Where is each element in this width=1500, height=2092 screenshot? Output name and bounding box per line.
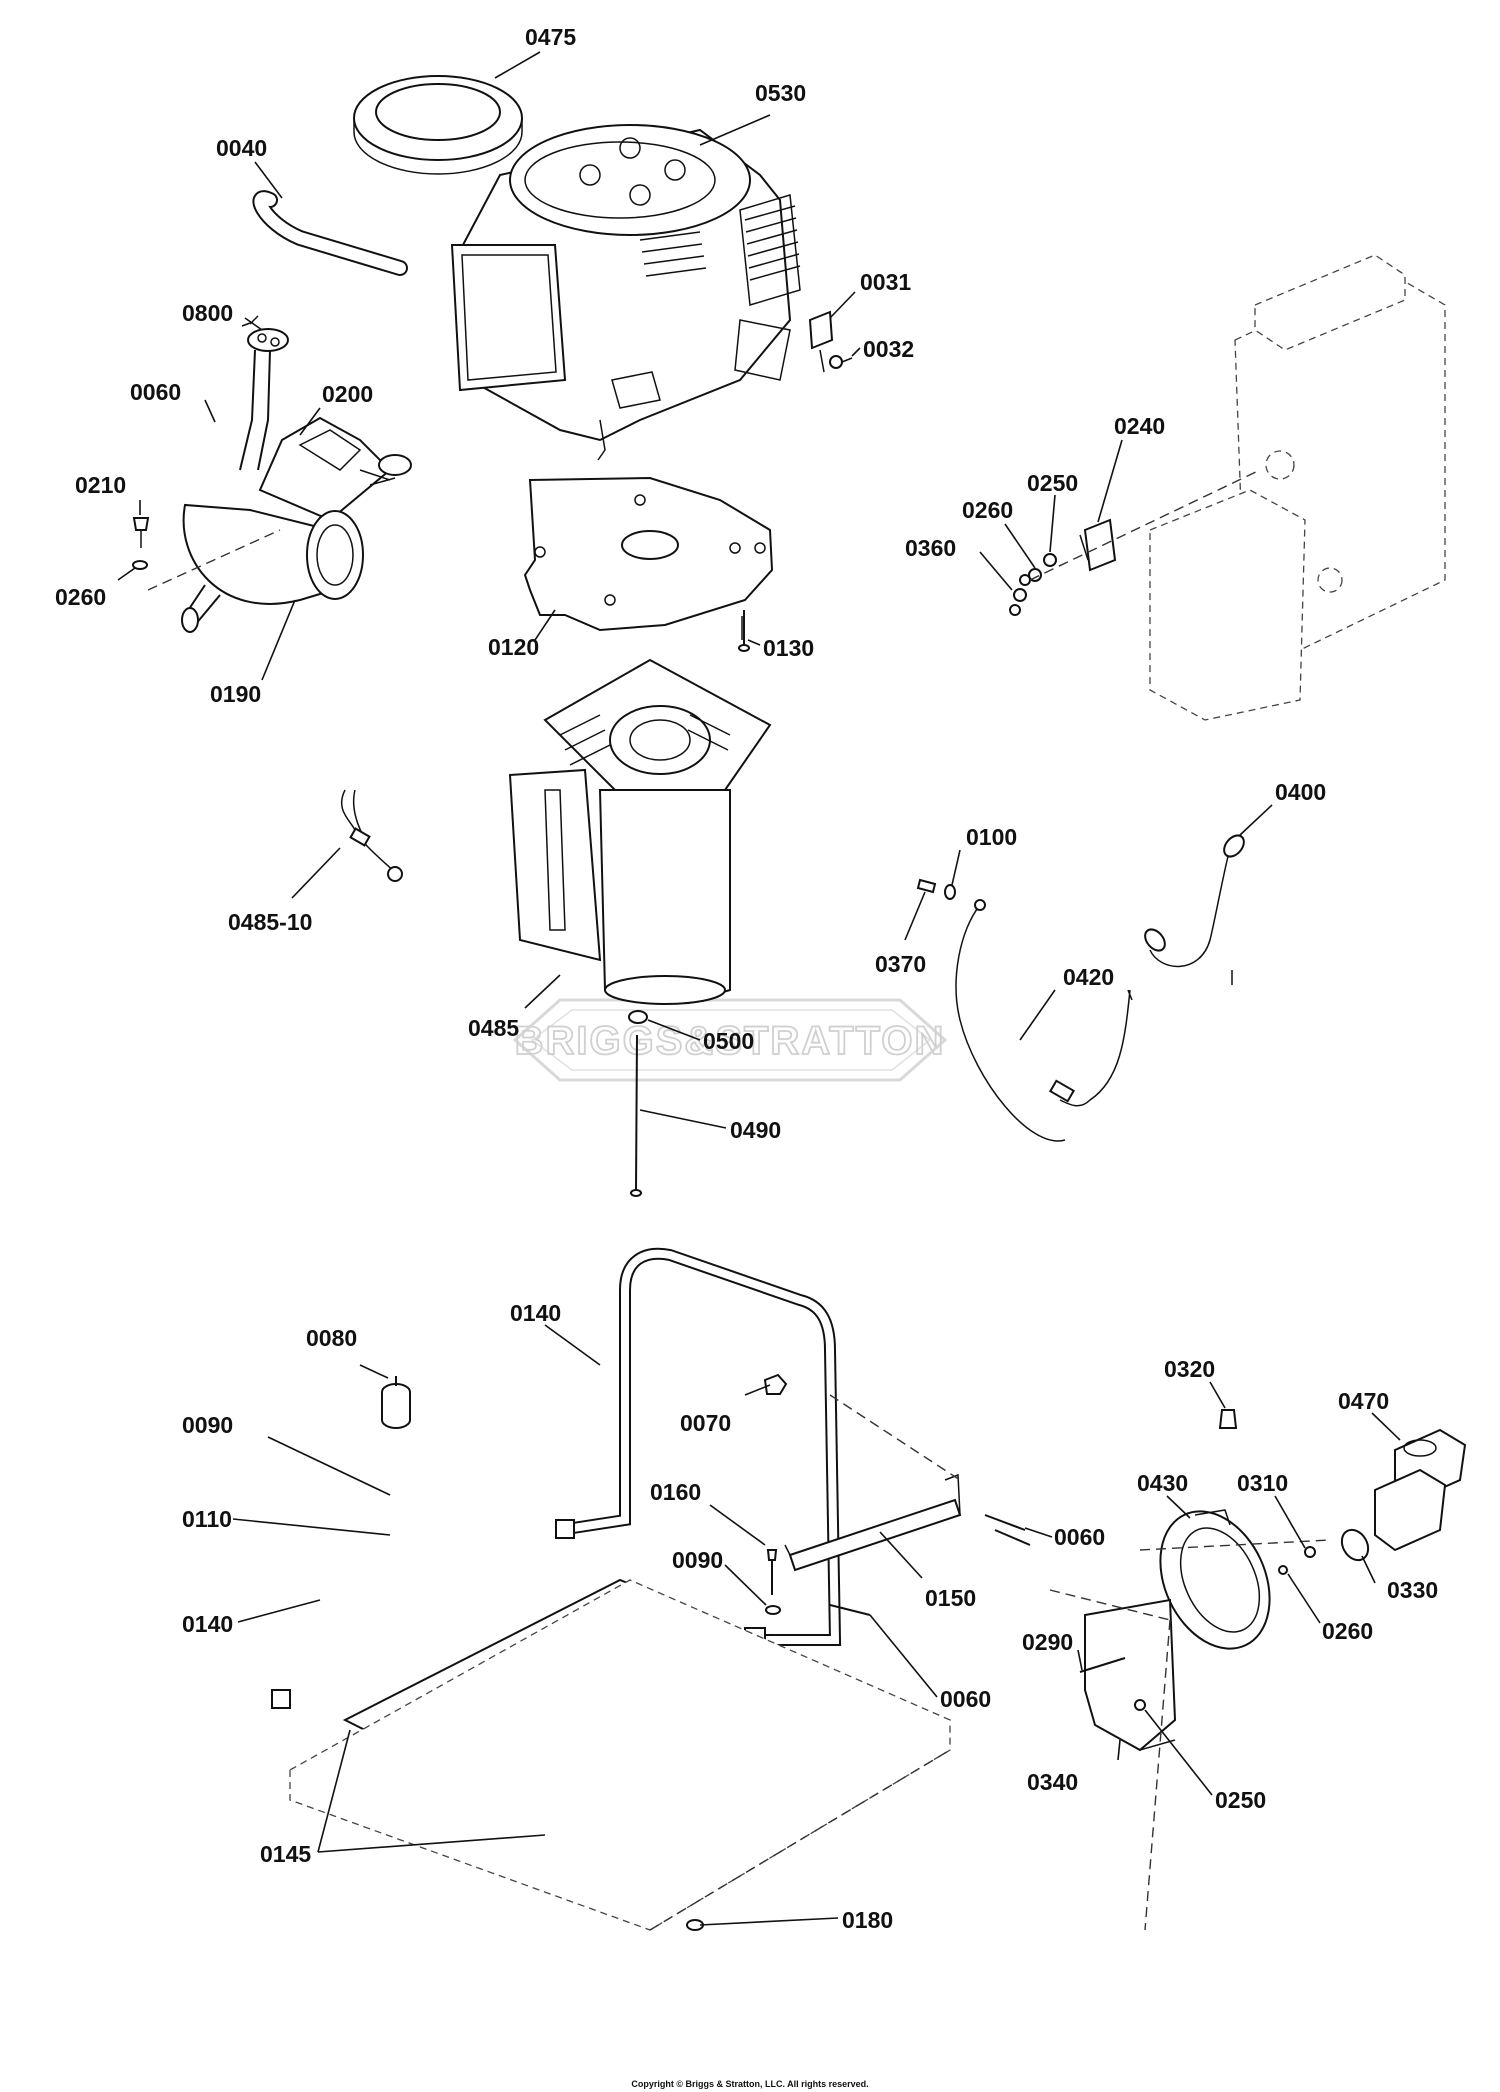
callout-0500: 0500 — [703, 1028, 754, 1054]
muffler-assembly-part — [181, 315, 412, 633]
isolator-mount-part — [381, 1376, 411, 1429]
callout-0530: 0530 — [755, 80, 806, 106]
stud-part — [738, 610, 750, 652]
callout-0150: 0150 — [925, 1585, 976, 1611]
callout-0430: 0430 — [1137, 1470, 1188, 1496]
callout-0120: 0120 — [488, 634, 539, 660]
relay-part — [1009, 518, 1117, 616]
callout-0340: 0340 — [1027, 1769, 1078, 1795]
alternator-harness-part — [340, 789, 403, 882]
callout-0260-relay: 0260 — [962, 497, 1013, 523]
callout-0420: 0420 — [1063, 964, 1114, 990]
callout-0130: 0130 — [763, 635, 814, 661]
brand-watermark: BRIGGS&STRATTON — [512, 998, 948, 1082]
callout-0800: 0800 — [182, 300, 233, 326]
callout-0240: 0240 — [1114, 413, 1165, 439]
fuel-fitting-part — [1218, 1409, 1238, 1429]
adapter-plate-part — [523, 476, 774, 640]
callout-0475: 0475 — [525, 24, 576, 50]
callout-0210: 0210 — [75, 472, 126, 498]
callout-0031: 0031 — [860, 269, 911, 295]
callout-0260-regulator: 0260 — [1322, 1618, 1373, 1644]
callout-labels: 0475 0530 0040 0031 0032 0800 0060 0200 … — [55, 24, 1438, 1933]
callout-0140-top: 0140 — [510, 1300, 561, 1326]
callout-0140-left: 0140 — [182, 1611, 233, 1637]
callout-0080: 0080 — [306, 1325, 357, 1351]
callout-0070: 0070 — [680, 1410, 731, 1436]
callout-0250-relay: 0250 — [1027, 470, 1078, 496]
callout-0370: 0370 — [875, 951, 926, 977]
callout-0490: 0490 — [730, 1117, 781, 1143]
breather-hose-part — [252, 190, 408, 276]
callout-0145: 0145 — [260, 1841, 311, 1867]
watermark-text: BRIGGS&STRATTON — [515, 1019, 946, 1063]
muffler-fasteners-part — [132, 517, 150, 570]
callout-0470: 0470 — [1338, 1388, 1389, 1414]
callout-0190: 0190 — [210, 681, 261, 707]
callout-0090-center: 0090 — [672, 1547, 723, 1573]
callout-0260-muffler: 0260 — [55, 584, 106, 610]
callout-0160: 0160 — [650, 1479, 701, 1505]
callout-0360: 0360 — [905, 535, 956, 561]
control-box-ghost-part — [1149, 254, 1446, 721]
callout-0250-bracket: 0250 — [1215, 1787, 1266, 1813]
callout-0040: 0040 — [216, 135, 267, 161]
ground-cable-part — [916, 878, 1133, 1142]
mount-bolt-center-part — [765, 1549, 781, 1615]
callout-0330: 0330 — [1387, 1577, 1438, 1603]
fuel-regulator-part — [1159, 1509, 1271, 1650]
battery-cable-red-part — [1144, 834, 1245, 985]
callout-0485-10: 0485-10 — [228, 909, 312, 935]
air-filter-ring-part — [353, 75, 523, 175]
callout-0110: 0110 — [182, 1506, 232, 1532]
callout-0060-base: 0060 — [940, 1686, 991, 1712]
leader-lines — [117, 51, 1401, 1926]
callout-0485: 0485 — [468, 1015, 519, 1041]
callout-0032: 0032 — [863, 336, 914, 362]
alternator-part — [508, 658, 772, 1005]
frame-tube-right-part — [555, 1247, 842, 1647]
callout-0310: 0310 — [1237, 1470, 1288, 1496]
regulator-bracket-part — [1079, 1598, 1177, 1752]
callout-0060-brace: 0060 — [1054, 1524, 1105, 1550]
assembly-guide-lines — [147, 469, 1331, 1931]
engine-part — [450, 124, 801, 461]
callout-0320: 0320 — [1164, 1356, 1215, 1382]
fuel-solenoid-part — [1374, 1428, 1467, 1552]
callout-0200: 0200 — [322, 381, 373, 407]
pipe-nipple-part — [1340, 1528, 1370, 1562]
nut-part — [763, 1373, 788, 1395]
cross-brace-part — [784, 1473, 962, 1572]
callout-0100: 0100 — [966, 824, 1017, 850]
callout-0180: 0180 — [842, 1907, 893, 1933]
regulator-fittings-part — [1278, 1546, 1316, 1575]
copyright-notice: Copyright © Briggs & Stratton, LLC. All … — [631, 2079, 868, 2089]
callout-0290: 0290 — [1022, 1629, 1073, 1655]
callout-0400: 0400 — [1275, 779, 1326, 805]
wire-clip-parts — [808, 310, 853, 373]
brace-bolts-part — [829, 1514, 1031, 1616]
callout-0060-exhaust: 0060 — [130, 379, 181, 405]
through-bolt-part — [628, 1010, 648, 1197]
callout-0090-left: 0090 — [182, 1412, 233, 1438]
